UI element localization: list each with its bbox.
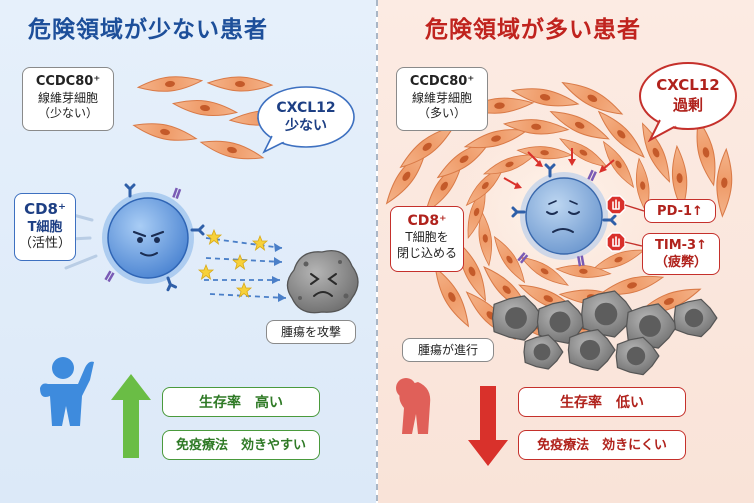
- cxcl12-left-line2: 少ない: [285, 118, 327, 135]
- left-title: 危険領域が少ない患者: [28, 17, 268, 43]
- tcell-label-left-line1: CD8⁺: [24, 200, 66, 218]
- tumor-nucleus: [626, 346, 646, 366]
- fibroblast-label-left-line1: CCDC80⁺: [35, 74, 101, 89]
- survival-low-text: 生存率 低い: [560, 395, 644, 411]
- right-title: 危険領域が多い患者: [425, 17, 641, 43]
- panel-divider: [376, 0, 378, 503]
- tumor-nucleus: [684, 308, 704, 328]
- tumor-nucleus: [594, 302, 618, 326]
- fibroblast-cell: [714, 148, 735, 218]
- immunotherapy-effective-text: 免疫療法 効きやすい: [175, 438, 306, 453]
- tumor-label-right: 腫瘍が進行: [402, 338, 494, 362]
- pd1-label: PD-1↑: [644, 199, 716, 223]
- star-icon: [198, 229, 268, 298]
- tumor-nucleus: [579, 339, 601, 361]
- fibroblast-label-left-line3: （少ない）: [37, 106, 98, 121]
- tumor-cell-icon: [286, 249, 359, 314]
- tumor-nucleus: [639, 315, 661, 337]
- person-healthy-icon: [40, 357, 94, 426]
- tim3-label: TIM-3↑ （疲弊）: [642, 233, 720, 275]
- tcell-label-right-line3: 閉じ込める: [396, 245, 457, 260]
- tumor-nucleus: [533, 343, 551, 361]
- attack-arrows: [204, 237, 287, 302]
- fibroblast-label-left-line2: 線維芽細胞: [37, 90, 98, 105]
- tcell-label-left-line2: T細胞: [27, 219, 63, 235]
- tumor-cell-icon: [492, 290, 718, 376]
- fibroblast-label-right: CCDC80⁺ 線維芽細胞 （多い）: [396, 67, 488, 131]
- arrow-up-icon: [111, 374, 151, 458]
- cxcl12-bubble-left: [257, 86, 355, 154]
- tim3-line1: TIM-3↑: [655, 238, 707, 253]
- arrow-down-icon: [468, 386, 508, 466]
- t-cell-icon: [511, 163, 617, 267]
- tcell-label-left-line3: （活性）: [18, 236, 71, 252]
- fibroblast-label-right-line1: CCDC80⁺: [409, 74, 475, 89]
- person-slumped-icon: [396, 378, 431, 434]
- tumor-nucleus: [549, 311, 571, 333]
- cxcl12-left-text: CXCL12 少ない: [262, 99, 350, 135]
- survival-high-text: 生存率 高い: [199, 395, 283, 411]
- tcell-label-right-line1: CD8⁺: [407, 213, 447, 229]
- tumor-label-left: 腫瘍を攻撃: [266, 320, 356, 344]
- tim3-line2: （疲弊）: [654, 254, 707, 270]
- fibroblast-label-right-line2: 線維芽細胞: [411, 90, 472, 105]
- cxcl12-right-line2: 過剰: [672, 95, 703, 114]
- stop-hand-icon: [606, 195, 645, 252]
- immunotherapy-ineffective-box: 免疫療法 効きにくい: [518, 430, 686, 460]
- fibroblast-label-right-line3: （多い）: [417, 106, 466, 121]
- tumor-nucleus: [505, 307, 527, 329]
- survival-low-box: 生存率 低い: [518, 387, 686, 417]
- survival-high-box: 生存率 高い: [162, 387, 320, 417]
- tumor-label-right-text: 腫瘍が進行: [417, 343, 478, 357]
- immunotherapy-ineffective-text: 免疫療法 効きにくい: [537, 438, 667, 453]
- pd1-text: PD-1↑: [657, 204, 703, 219]
- tcell-label-left: CD8⁺ T細胞 （活性）: [14, 193, 76, 261]
- fibroblast-label-left: CCDC80⁺ 線維芽細胞 （少ない）: [22, 67, 114, 131]
- tumor-label-left-text: 腫瘍を攻撃: [280, 325, 341, 339]
- cxcl12-left-line1: CXCL12: [276, 100, 336, 116]
- cxcl12-right-line1: CXCL12: [656, 76, 720, 94]
- cxcl12-bubble-right: [639, 62, 737, 143]
- tcell-label-right: CD8⁺ T細胞を 閉じ込める: [390, 206, 464, 272]
- inward-arrows: [503, 148, 615, 189]
- cxcl12-right-text: CXCL12 過剰: [642, 76, 734, 115]
- immunotherapy-effective-box: 免疫療法 効きやすい: [162, 430, 320, 460]
- tcell-label-right-line2: T細胞を: [405, 230, 449, 245]
